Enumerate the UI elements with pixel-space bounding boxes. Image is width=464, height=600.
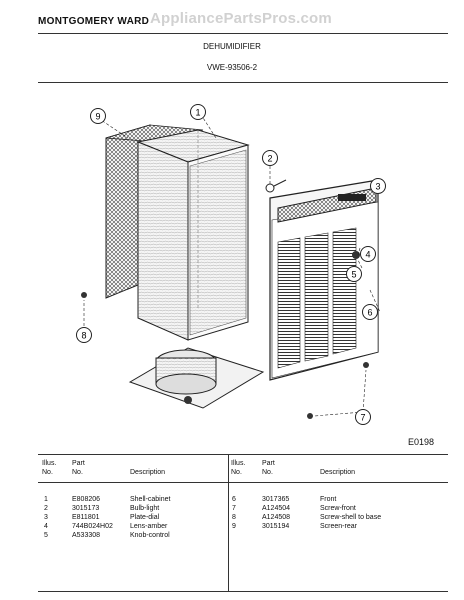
callout-2: 2 (262, 150, 278, 166)
callout-3: 3 (370, 178, 386, 194)
table-header-rule (38, 482, 448, 483)
callout-5: 5 (346, 266, 362, 282)
callout-6: 6 (362, 304, 378, 320)
diagram-code: E0198 (408, 437, 435, 447)
svg-text:2: 2 (267, 154, 272, 164)
page-title: DEHUMIDIFIER (203, 42, 261, 51)
table-bottom-rule (38, 591, 448, 592)
illus-header-right: Illus. No. (231, 460, 246, 476)
svg-text:4: 4 (365, 250, 370, 260)
front-panel-part (269, 179, 379, 381)
description-header: Description (130, 469, 166, 476)
svg-text:5: 5 (351, 270, 356, 280)
callout-7: 7 (355, 409, 371, 425)
illus-header: Illus. No. (42, 460, 57, 476)
brand-name: MONTGOMERY WARD (38, 16, 150, 27)
svg-text:3: 3 (375, 182, 380, 192)
svg-text:6: 6 (367, 308, 372, 318)
callout-8: 8 (76, 327, 92, 343)
callout-1: 1 (190, 104, 206, 120)
header-rule (38, 33, 448, 34)
svg-text:7: 7 (360, 413, 365, 423)
compressor-base-part (128, 347, 265, 409)
description-header-right: Description (320, 469, 356, 476)
header-bottom-rule (38, 82, 448, 83)
part-header: Part No. (72, 460, 85, 476)
model-number: VWE-93506-2 (206, 63, 258, 72)
exploded-parts-diagram: 1 2 3 4 5 6 7 8 9 (76, 104, 386, 425)
part-header-right: Part No. (262, 460, 275, 476)
svg-text:9: 9 (95, 112, 100, 122)
table-top-rule (38, 454, 448, 455)
watermark: AppliancePartsPros.com (150, 10, 332, 27)
dial-plate-part (277, 187, 377, 223)
table-divider (228, 454, 229, 592)
small-parts (81, 179, 369, 419)
callout-4: 4 (360, 246, 376, 262)
svg-text:1: 1 (195, 108, 200, 118)
callout-9: 9 (90, 108, 106, 124)
svg-text:8: 8 (81, 331, 86, 341)
cabinet-shell-part (136, 129, 250, 341)
